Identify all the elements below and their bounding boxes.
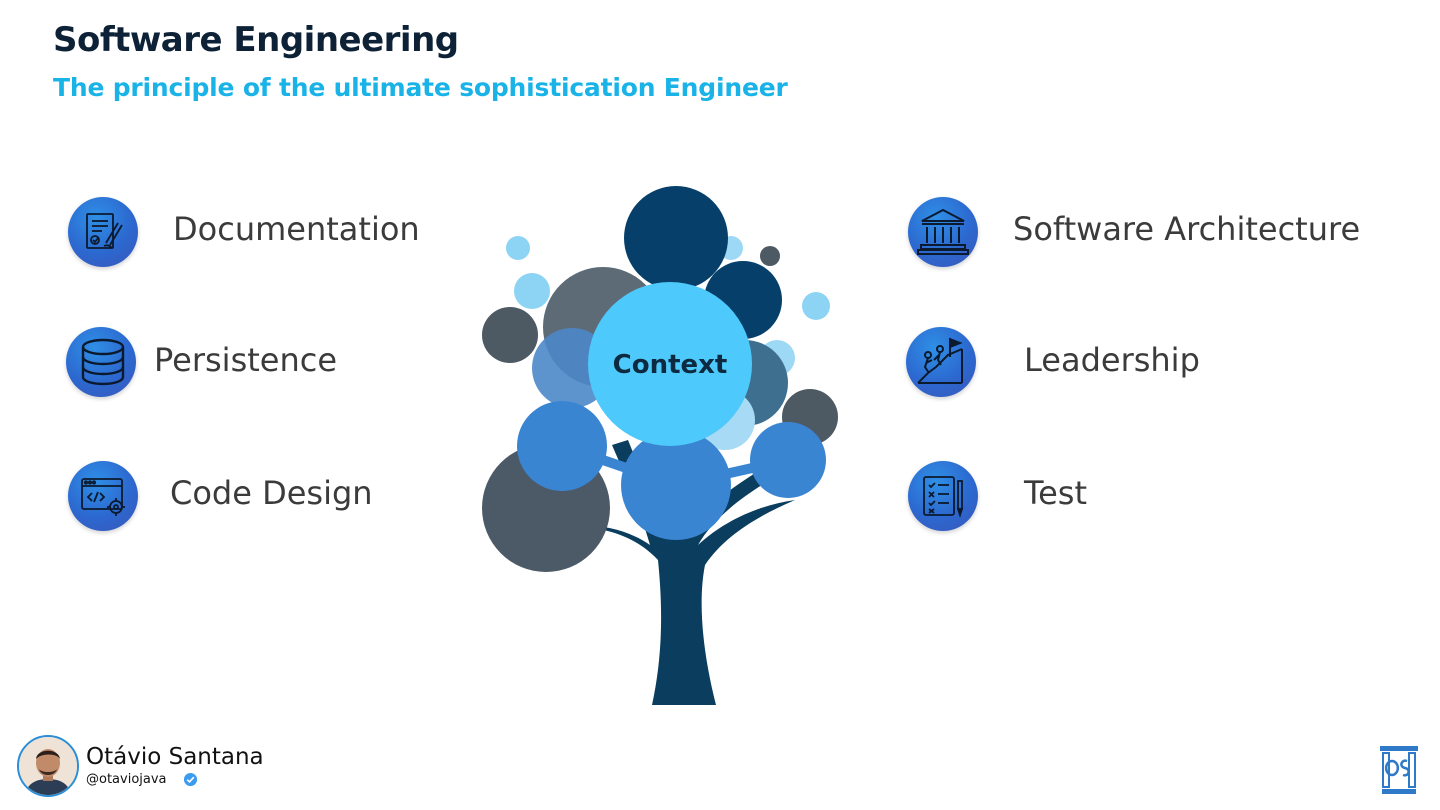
topic-persistence: Persistence	[154, 341, 338, 379]
leaf-circle	[760, 246, 780, 266]
topic-leadership: Leadership	[1024, 341, 1200, 379]
context-label: Context	[612, 350, 728, 380]
page-subtitle: The principle of the ultimate sophistica…	[53, 73, 788, 102]
author-name: Otávio Santana	[86, 744, 264, 770]
leaf-circle	[514, 273, 550, 309]
context-tree-illustration	[482, 186, 838, 705]
leaf-circle	[506, 236, 530, 260]
leaf-circle	[482, 307, 538, 363]
context-circle	[588, 282, 752, 446]
page-title: Software Engineering	[53, 20, 459, 60]
topic-code-design: Code Design	[170, 474, 373, 512]
leaf-circle	[624, 186, 728, 290]
avatar	[17, 735, 79, 797]
leaf-circle	[621, 430, 731, 540]
document-signature-icon	[68, 197, 138, 267]
climbing-flag-icon	[906, 327, 976, 397]
brand-logo-icon	[1380, 746, 1418, 794]
topic-documentation: Documentation	[173, 210, 420, 248]
leaf-circle	[802, 292, 830, 320]
checklist-icon	[908, 461, 978, 531]
leaf-circle	[750, 422, 826, 498]
database-icon	[66, 327, 136, 397]
tree-trunk	[560, 440, 795, 705]
author-handle: @otaviojava	[86, 772, 167, 787]
verified-badge-icon	[183, 772, 198, 787]
topic-software-architecture: Software Architecture	[1013, 210, 1361, 248]
leaf-circle	[517, 401, 607, 491]
code-settings-icon	[68, 461, 138, 531]
building-columns-icon	[908, 197, 978, 267]
topic-test: Test	[1024, 474, 1088, 512]
